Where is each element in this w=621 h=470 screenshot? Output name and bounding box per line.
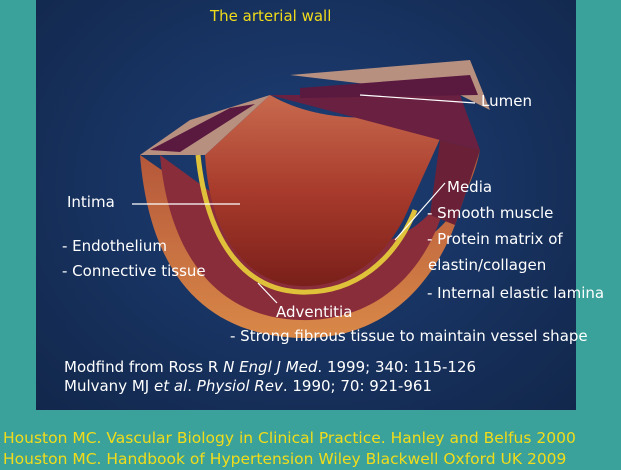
- citation-mulvany-pre: Mulvany MJ: [64, 377, 154, 395]
- intima-sub-connective: - Connective tissue: [62, 262, 206, 280]
- citation-ross: Modfind from Ross R N Engl J Med. 1999; …: [64, 358, 476, 376]
- citation-mulvany-mid: .: [187, 377, 197, 395]
- lumen-label: Lumen: [481, 92, 532, 110]
- intima-label: Intima: [67, 193, 115, 211]
- media-sub-smooth-muscle: - Smooth muscle: [427, 204, 553, 222]
- citation-ross-journal: N Engl J Med: [223, 358, 317, 376]
- footer-reference-2: Houston MC. Handbook of Hypertension Wil…: [3, 450, 566, 468]
- citation-mulvany: Mulvany MJ et al. Physiol Rev. 1990; 70:…: [64, 377, 432, 395]
- footer-reference-1: Houston MC. Vascular Biology in Clinical…: [3, 429, 576, 447]
- media-sub-elastin: elastin/collagen: [428, 256, 546, 274]
- diagram-title: The arterial wall: [210, 7, 331, 25]
- adventitia-sub-fibrous: - Strong fibrous tissue to maintain vess…: [230, 327, 588, 345]
- media-sub-lamina: - Internal elastic lamina: [427, 284, 604, 302]
- citation-mulvany-post: . 1990; 70: 921-961: [283, 377, 432, 395]
- intima-sub-endothelium: - Endothelium: [62, 237, 167, 255]
- citation-ross-post: . 1999; 340: 115-126: [317, 358, 476, 376]
- media-label: Media: [447, 178, 492, 196]
- citation-mulvany-journal: Physiol Rev: [197, 377, 283, 395]
- citation-ross-pre: Modfind from Ross R: [64, 358, 223, 376]
- adventitia-label: Adventitia: [276, 303, 352, 321]
- citation-mulvany-etal: et al: [154, 377, 187, 395]
- media-sub-protein-matrix: - Protein matrix of: [427, 230, 563, 248]
